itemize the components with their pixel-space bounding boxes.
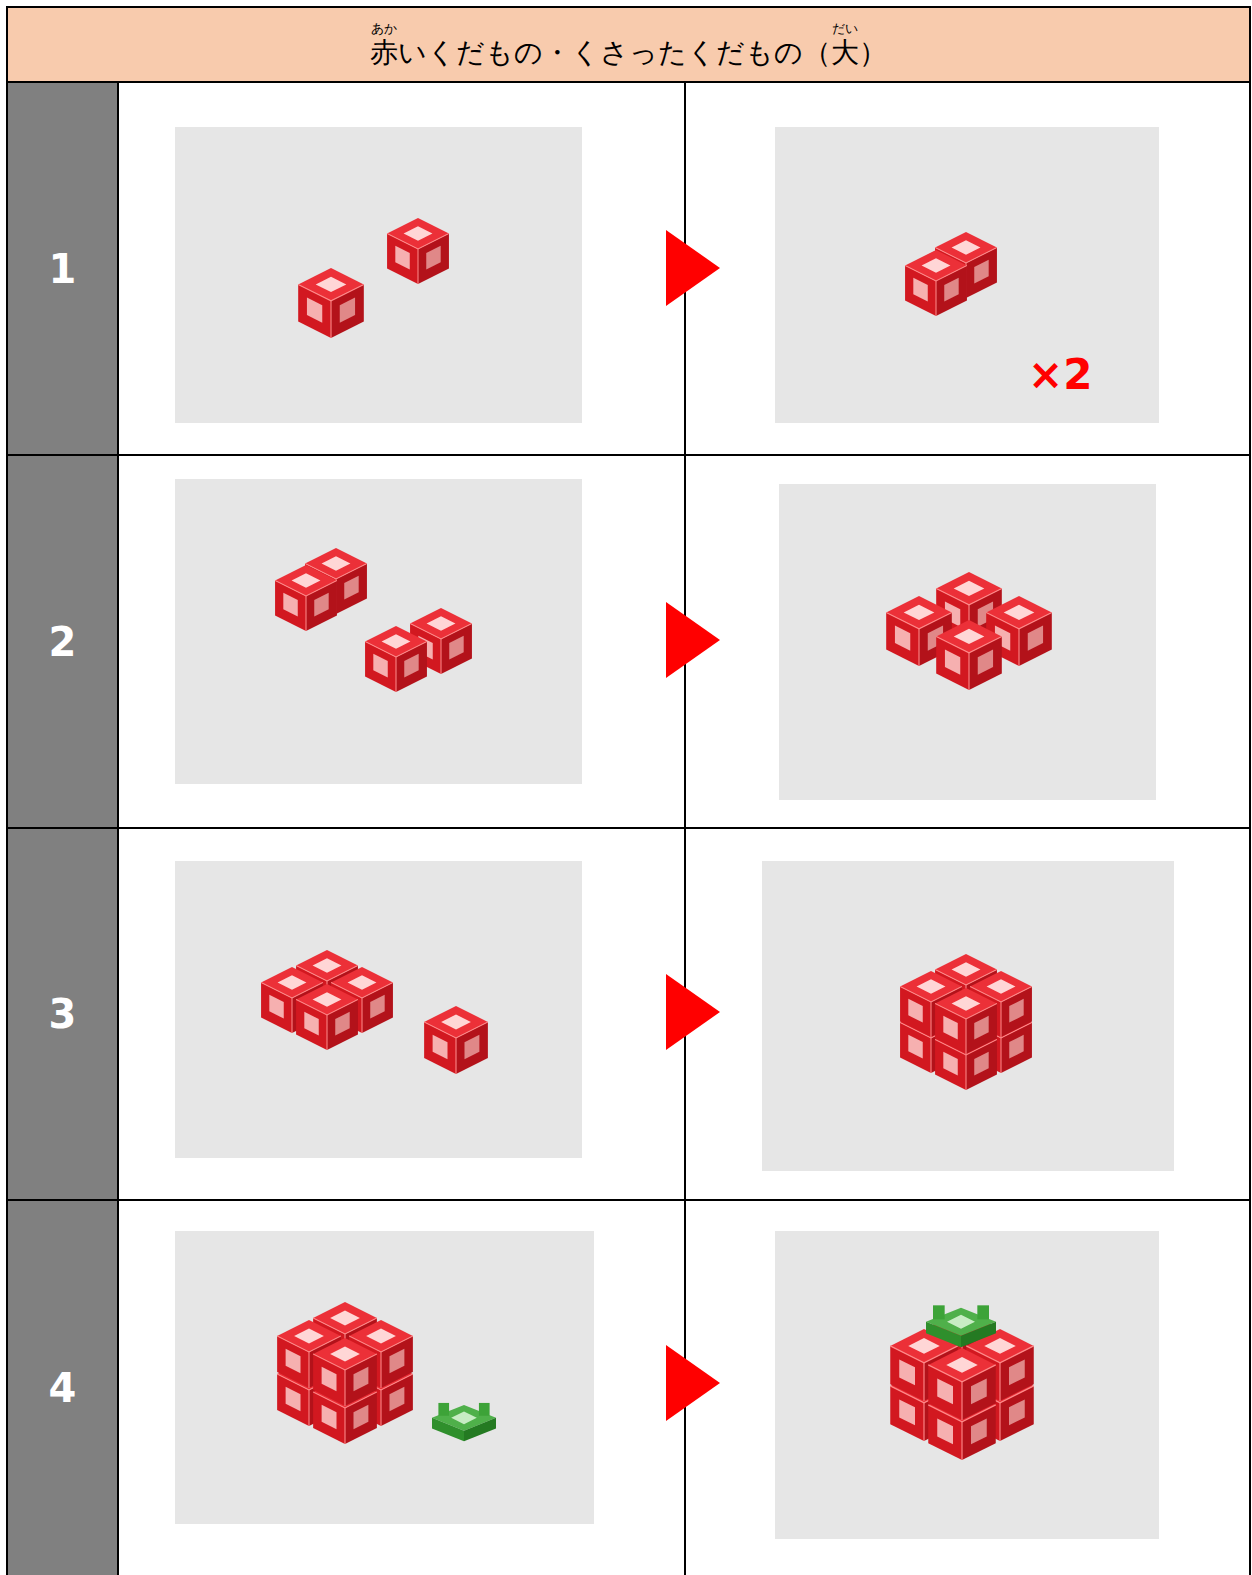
step-number-text: 1: [49, 246, 77, 292]
furigana: だい: [832, 20, 858, 38]
step-number: 1: [8, 83, 117, 454]
step-number-text: 4: [49, 1365, 77, 1411]
step-number-text: 3: [49, 991, 77, 1037]
furigana: あか: [371, 20, 397, 38]
step-number-text: 2: [49, 619, 77, 665]
step-number: 4: [8, 1201, 117, 1574]
title-band: 赤いくだもの・くさったくだもの（大）: [8, 8, 1249, 81]
quantity-label: ×2: [1028, 350, 1092, 399]
step-number: 2: [8, 456, 117, 827]
step-number: 3: [8, 829, 117, 1199]
title-text: 赤いくだもの・くさったくだもの（大）: [370, 34, 887, 72]
